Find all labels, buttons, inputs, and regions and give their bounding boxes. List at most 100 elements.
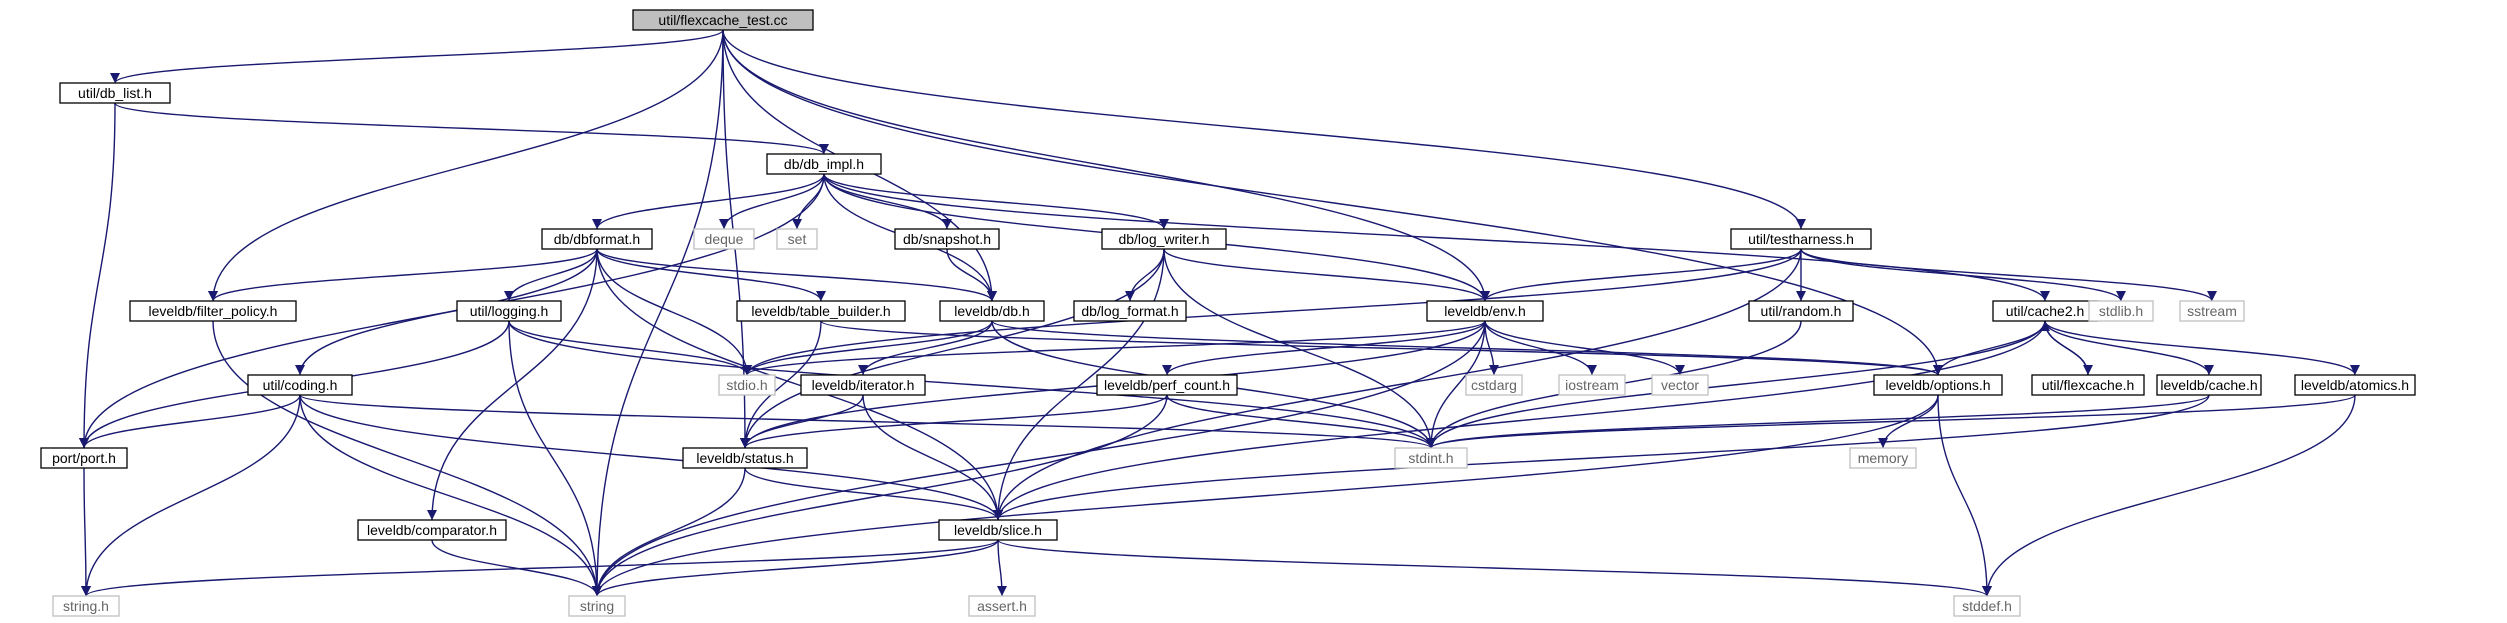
node-label: db/db_impl.h (784, 156, 864, 172)
edge-dblist-to-port (79, 102, 116, 449)
node-logging[interactable]: util/logging.h (456, 300, 562, 322)
node-label: util/flexcache.h (2042, 377, 2135, 393)
node-label: leveldb/env.h (1444, 303, 1525, 319)
edge-slice-to-assert (996, 539, 1007, 597)
node-label: leveldb/cache.h (2160, 377, 2257, 393)
node-stringh: string.h (52, 595, 120, 617)
node-label: util/flexcache_test.cc (658, 12, 787, 28)
node-slice[interactable]: leveldb/slice.h (938, 519, 1058, 541)
edge-root-to-testharness (722, 29, 1806, 230)
edge-status-to-string (592, 467, 746, 597)
edge-flexcache-to-cache2 (2040, 320, 2089, 376)
node-label: db/snapshot.h (903, 231, 991, 247)
file-nodes: util/flexcache_test.cc util/db_list.h db/d… (40, 9, 2416, 617)
edge-dbimpl-to-deque (719, 173, 825, 230)
node-random[interactable]: util/random.h (1748, 300, 1854, 322)
node-env[interactable]: leveldb/env.h (1426, 300, 1544, 322)
edge-db-to-stdio (742, 320, 993, 376)
node-snapshot[interactable]: db/snapshot.h (894, 228, 1000, 250)
edge-dbformat-to-filterpolicy (208, 248, 598, 302)
edge-cache2-to-cache (2044, 320, 2214, 376)
node-iterator[interactable]: leveldb/iterator.h (800, 374, 926, 396)
node-port[interactable]: port/port.h (40, 447, 128, 469)
node-perfcount[interactable]: leveldb/perf_count.h (1096, 374, 1238, 396)
edge-cache2-to-atomics (2044, 320, 2360, 376)
node-root[interactable]: util/flexcache_test.cc (632, 9, 814, 31)
node-flexcache[interactable]: util/flexcache.h (2031, 374, 2145, 396)
node-label: leveldb/db.h (954, 303, 1030, 319)
node-comparator[interactable]: leveldb/comparator.h (357, 519, 507, 541)
node-coding[interactable]: util/coding.h (247, 374, 353, 396)
edge-logging-to-stdint (508, 320, 1436, 449)
node-logformat[interactable]: db/log_format.h (1073, 300, 1187, 322)
node-set: set (776, 228, 818, 250)
edge-db-to-iterator (858, 320, 993, 376)
node-cache2[interactable]: util/cache2.h (1992, 300, 2098, 322)
node-assert: assert.h (968, 595, 1036, 617)
node-label: util/random.h (1761, 303, 1842, 319)
node-label: leveldb/iterator.h (812, 377, 915, 393)
edge-comparator-to-string (431, 539, 602, 597)
node-label: util/testharness.h (1748, 231, 1854, 247)
node-label: iostream (1565, 377, 1619, 393)
node-label: leveldb/options.h (1885, 377, 1990, 393)
edge-logwriter-to-stdint (1163, 248, 1436, 449)
node-cache[interactable]: leveldb/cache.h (2156, 374, 2262, 396)
edge-snapshot-to-db (946, 248, 997, 302)
edge-options-to-stddef (1937, 394, 1992, 597)
edge-coding-to-stringh (81, 394, 301, 597)
edge-testharness-to-stdio (742, 248, 1802, 376)
node-label: assert.h (977, 598, 1027, 614)
edge-env-to-vector (1484, 320, 1685, 376)
node-label: memory (1858, 450, 1909, 466)
edge-slice-to-stringh (81, 539, 999, 597)
edge-options-to-string (592, 394, 1939, 597)
edge-cache2-to-stdint (1426, 320, 2046, 449)
edge-status-to-slice (744, 467, 1003, 521)
node-cstdarg: cstdarg (1465, 374, 1523, 396)
node-dblist[interactable]: util/db_list.h (59, 82, 171, 104)
edge-tablebuilder-to-options (820, 320, 1943, 376)
edge-dbformat-to-tablebuilder (596, 248, 826, 302)
edge-tablebuilder-to-status (740, 320, 822, 449)
node-label: string (580, 598, 614, 614)
edge-env-to-perfcount (1162, 320, 1486, 376)
node-tablebuilder[interactable]: leveldb/table_builder.h (736, 300, 906, 322)
edge-atomics-to-stdint (1426, 394, 2356, 449)
edge-env-to-stdint (1426, 320, 1486, 449)
node-label: stdio.h (726, 377, 767, 393)
node-dbformat[interactable]: db/dbformat.h (541, 228, 653, 250)
edge-env-to-stdio (742, 320, 1486, 376)
node-status[interactable]: leveldb/status.h (682, 447, 808, 469)
edge-atomics-to-stddef (1982, 394, 2356, 597)
node-deque: deque (693, 228, 755, 250)
node-label: leveldb/atomics.h (2301, 377, 2409, 393)
node-label: vector (1661, 377, 1699, 393)
node-label: db/log_format.h (1081, 303, 1178, 319)
edge-testharness-to-env (1480, 248, 1802, 302)
node-label: leveldb/perf_count.h (1104, 377, 1230, 393)
node-label: db/dbformat.h (554, 231, 640, 247)
node-label: leveldb/status.h (696, 450, 793, 466)
node-db[interactable]: leveldb/db.h (939, 300, 1045, 322)
node-label: util/coding.h (263, 377, 338, 393)
edge-dbimpl-to-dbformat (592, 173, 825, 230)
edge-dbformat-to-db (596, 248, 997, 302)
edge-testharness-to-sstream (1800, 248, 2217, 302)
edge-env-to-iostream (1484, 320, 1597, 376)
edge-logging-to-string (508, 320, 602, 597)
node-testharness[interactable]: util/testharness.h (1730, 228, 1872, 250)
node-stdint: stdint.h (1394, 447, 1468, 469)
node-stdlib: stdlib.h (2088, 300, 2154, 322)
node-label: leveldb/filter_policy.h (149, 303, 278, 319)
node-atomics[interactable]: leveldb/atomics.h (2294, 374, 2416, 396)
node-label: set (788, 231, 807, 247)
node-filterpolicy[interactable]: leveldb/filter_policy.h (129, 300, 297, 322)
node-options[interactable]: leveldb/options.h (1873, 374, 2003, 396)
edge-slice-to-string (592, 539, 999, 597)
node-logwriter[interactable]: db/log_writer.h (1101, 228, 1227, 250)
edge-db-to-options (991, 320, 1943, 376)
node-dbimpl[interactable]: db/db_impl.h (766, 153, 882, 175)
edge-dbformat-to-stdio (596, 248, 752, 376)
